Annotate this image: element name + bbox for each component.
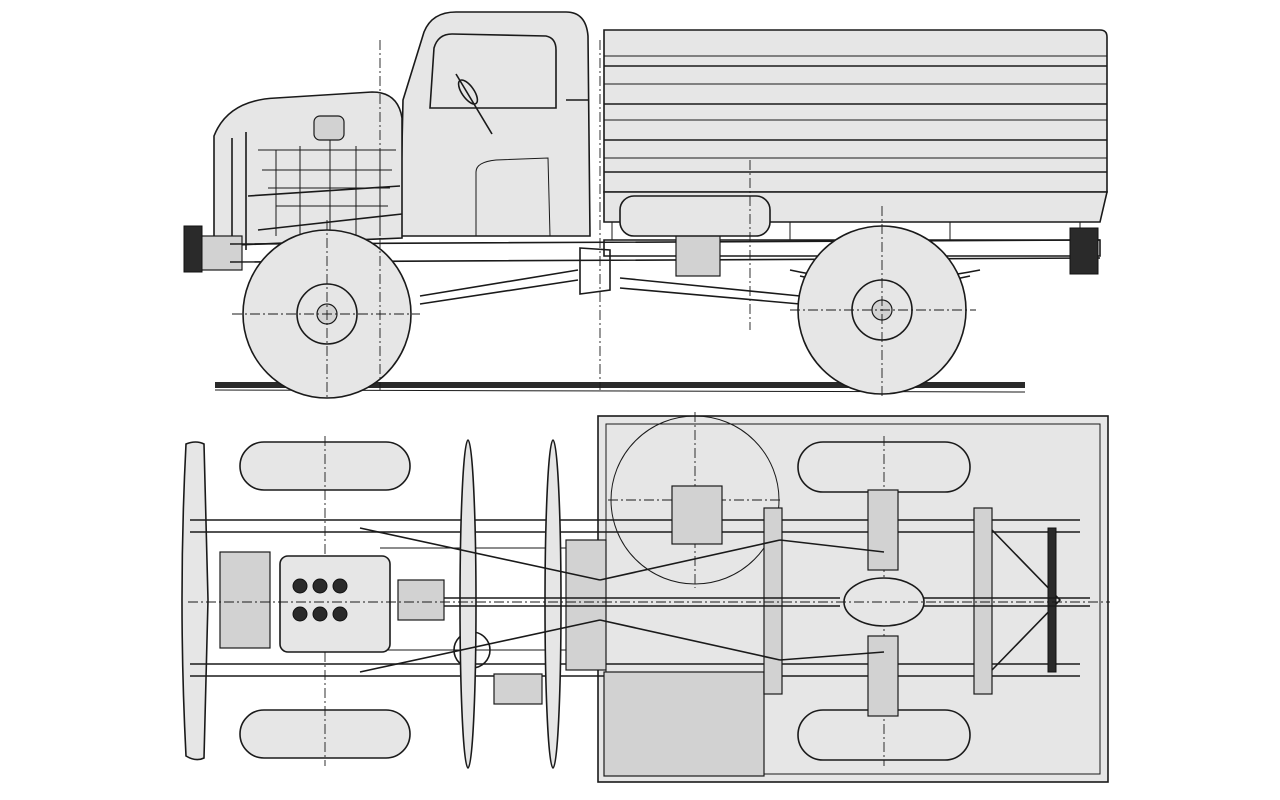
steering-disc-2 bbox=[544, 439, 562, 769]
steering-disc-1 bbox=[459, 439, 477, 769]
spare-tank-icon bbox=[619, 195, 771, 237]
rods-plan bbox=[359, 527, 885, 673]
radiator-icon bbox=[219, 551, 271, 649]
cab bbox=[399, 11, 591, 237]
fuel-tank-icon bbox=[675, 229, 721, 277]
engine-plan bbox=[219, 551, 445, 653]
front-wheel-side bbox=[232, 220, 420, 400]
crossmembers-plan bbox=[565, 507, 1062, 695]
gearbox-icon bbox=[397, 579, 445, 621]
front-bumper-icon bbox=[183, 225, 203, 273]
rear-right-wheel-plan bbox=[797, 709, 971, 761]
air-filter-icon bbox=[313, 115, 345, 141]
rear-wheel-side bbox=[790, 206, 976, 396]
frame-rail-side bbox=[183, 195, 1101, 305]
front-bumper-plan bbox=[181, 441, 209, 761]
fuel-tank-plan bbox=[603, 671, 765, 777]
battery-icon bbox=[493, 673, 543, 705]
driveshaft-plan bbox=[444, 489, 1090, 717]
tow-hitch-icon bbox=[1069, 227, 1099, 275]
side-centerlines bbox=[379, 40, 751, 390]
bracket-plan bbox=[671, 485, 723, 545]
side-view bbox=[183, 11, 1109, 400]
plan-view bbox=[181, 412, 1110, 783]
hood bbox=[213, 91, 403, 250]
